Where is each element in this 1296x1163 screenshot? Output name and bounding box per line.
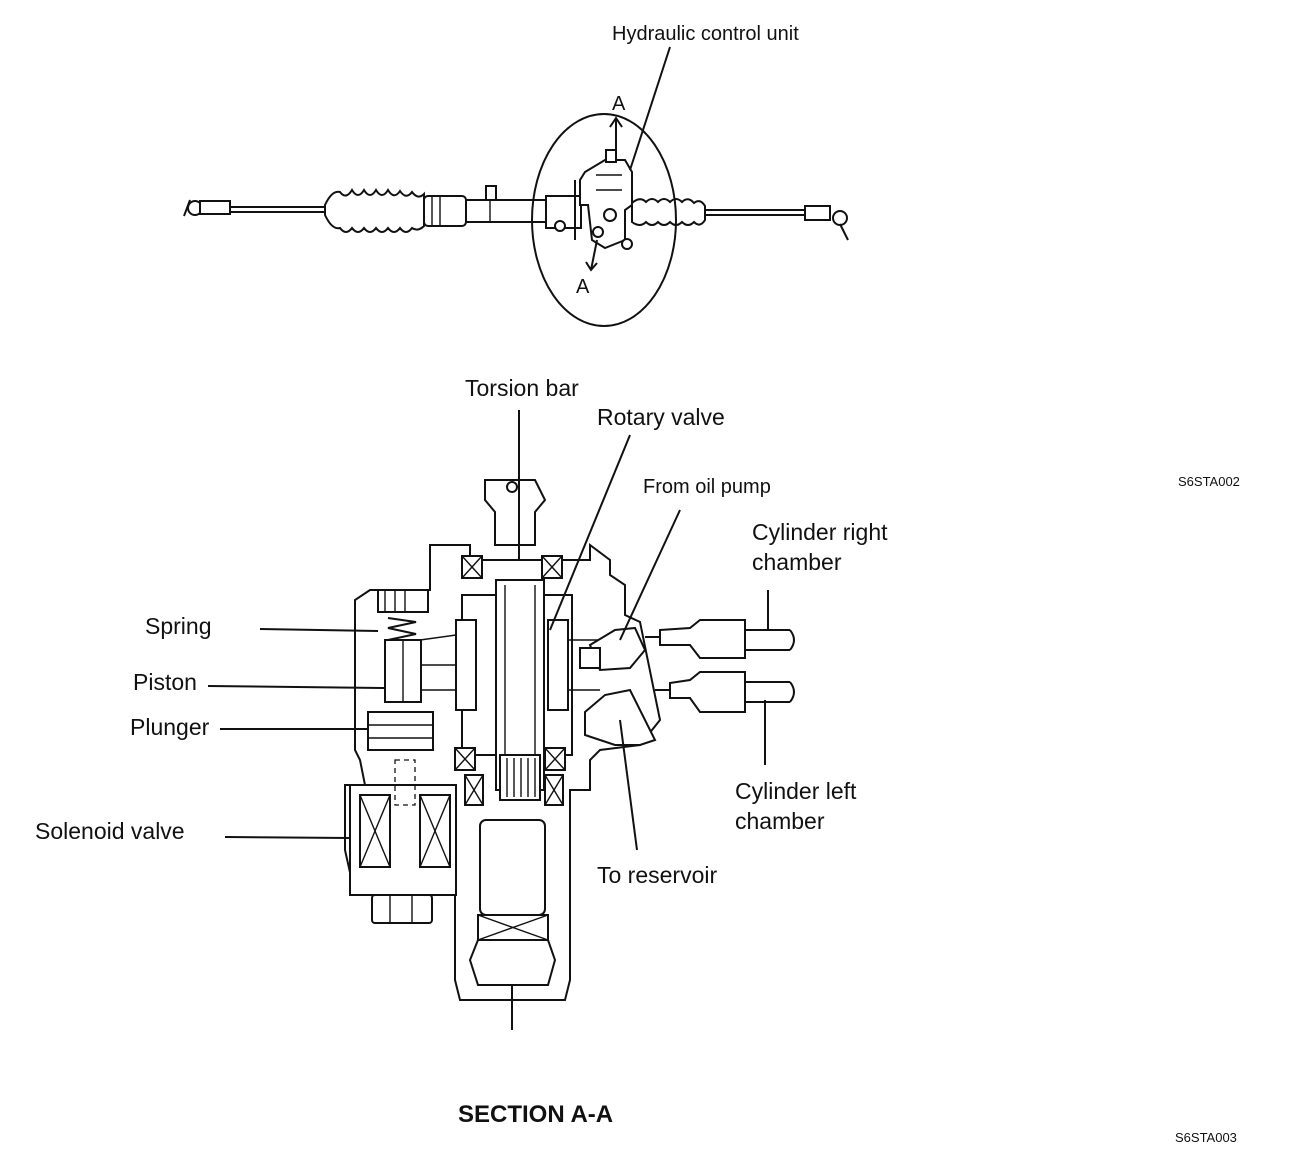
rack-housing (423, 180, 582, 240)
lock-nut (468, 939, 557, 986)
leader-hydraulic-control-unit (629, 46, 671, 171)
label-cylinder-left-line1: Cylinder left (735, 778, 857, 804)
leader-piston (207, 685, 386, 689)
label-to-reservoir: To reservoir (597, 862, 717, 888)
pinion-gear (499, 754, 541, 801)
detail-ellipse (531, 113, 677, 327)
label-rotary-valve: Rotary valve (597, 404, 725, 430)
spring-cap (377, 589, 429, 613)
figure-code-bottom: S6STA003 (1175, 1130, 1237, 1145)
bearing-mid-left (464, 774, 484, 806)
bearing-upper-left (461, 555, 483, 579)
bearing-mid-right (544, 774, 564, 806)
figure-code-top: S6STA002 (1178, 474, 1240, 489)
label-piston: Piston (133, 669, 197, 695)
lower-bearing (477, 914, 549, 941)
leader-solenoid-valve (224, 836, 351, 839)
bearing-lower-left (454, 747, 476, 771)
lower-shaft (479, 819, 546, 916)
input-shaft (484, 479, 547, 546)
leader-lines (207, 434, 769, 851)
label-hydraulic-control-unit: Hydraulic control unit (612, 23, 799, 45)
leader-from-oil-pump (619, 509, 681, 641)
label-plunger: Plunger (130, 714, 210, 740)
label-from-oil-pump: From oil pump (643, 476, 771, 498)
fitting-right-chamber (579, 619, 795, 672)
bearing-lower-right (544, 747, 566, 771)
leader-rotary-valve (549, 434, 631, 631)
leader-to-reservoir (619, 719, 638, 851)
hydraulic-control-unit (579, 149, 633, 250)
section-arrow-top (609, 116, 623, 152)
fitting-left-chamber (584, 671, 795, 746)
section-a-a-drawing (344, 410, 795, 1030)
steering-rack-assembly (183, 149, 849, 250)
solenoid-valve (349, 759, 457, 924)
spring-coil (387, 617, 417, 641)
label-cylinder-right-line1: Cylinder right (752, 519, 888, 545)
left-boot (324, 188, 425, 233)
label-section-mark-bottom: A (576, 276, 590, 298)
leader-spring (259, 628, 379, 632)
left-tie-rod-end (183, 199, 325, 217)
right-tie-rod-end (705, 205, 849, 241)
label-section-mark-top: A (612, 93, 626, 115)
right-boot (631, 198, 706, 226)
label-spring: Spring (145, 613, 211, 639)
label-section-title: SECTION A-A (458, 1101, 613, 1128)
section-arrow-bottom (585, 239, 598, 272)
bearing-upper-right (541, 555, 563, 579)
plunger-body (367, 711, 434, 751)
rotary-valve-right-sleeve (547, 619, 569, 711)
label-torsion-bar: Torsion bar (465, 375, 579, 401)
label-cylinder-right-line2: chamber (752, 549, 842, 575)
label-solenoid-valve: Solenoid valve (35, 818, 185, 844)
label-cylinder-left-line2: chamber (735, 808, 825, 834)
rotary-valve-left-sleeve (455, 619, 477, 711)
